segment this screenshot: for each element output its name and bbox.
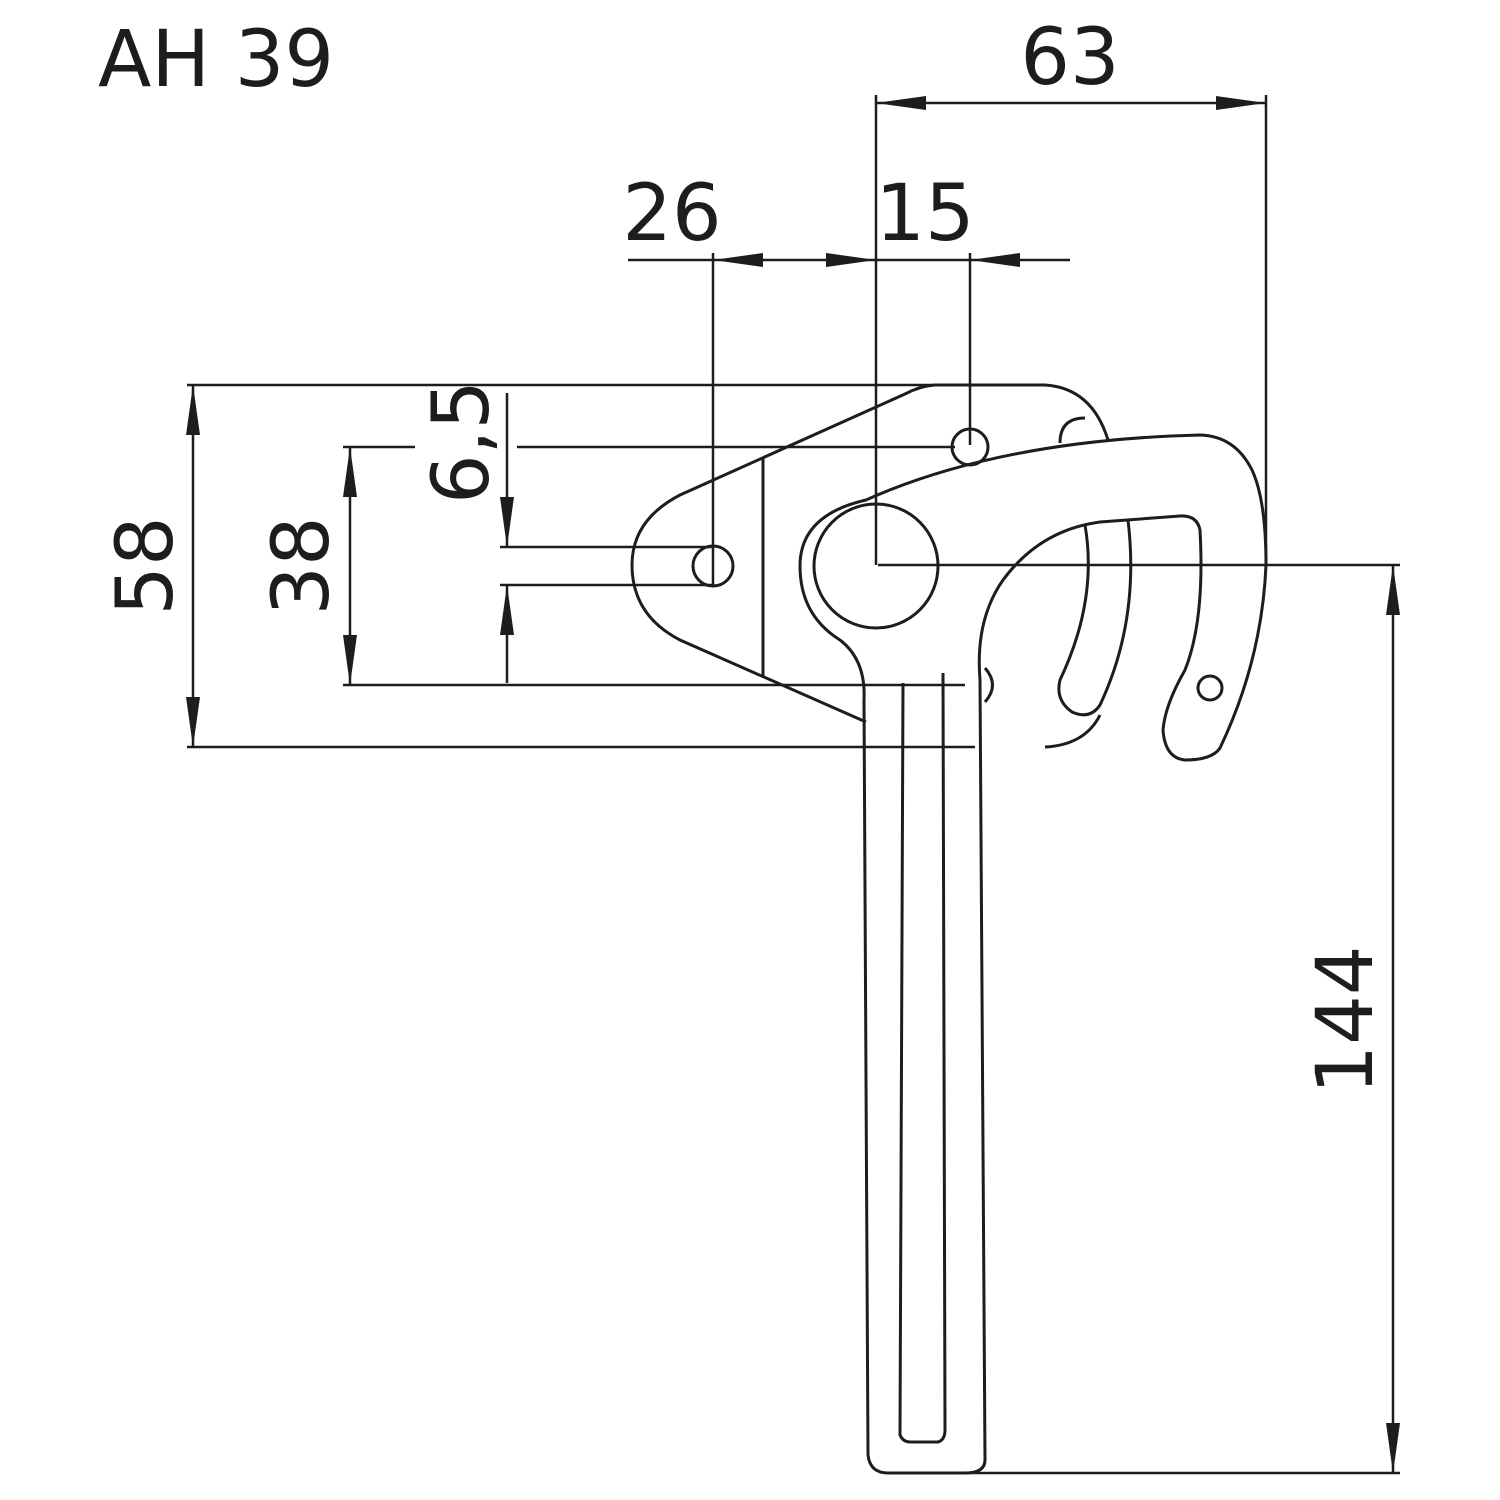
dimension-label-58: 58 xyxy=(101,516,191,615)
dimension-label-144: 144 xyxy=(1301,946,1391,1095)
spindle-hole xyxy=(812,502,940,630)
dimension-label-26: 26 xyxy=(622,169,721,259)
dimension-38: 38 xyxy=(257,445,965,687)
mounting-hole-left xyxy=(691,544,735,588)
dimension-label-15: 15 xyxy=(875,169,974,259)
product-title: AH 39 xyxy=(98,15,334,105)
dimension-144: 144 xyxy=(878,563,1400,1475)
dimension-label-38: 38 xyxy=(257,516,347,615)
handle-hole xyxy=(1196,674,1224,702)
dimension-58: 58 xyxy=(101,383,1045,749)
dimension-6-5: 6,5 xyxy=(417,380,712,683)
dimension-label-63: 63 xyxy=(1020,13,1119,103)
handle xyxy=(798,433,1268,1475)
dimension-label-6-5: 6,5 xyxy=(417,380,507,504)
dimension-63: 63 xyxy=(874,13,1268,565)
dimension-26-15: 26 15 xyxy=(622,169,1070,585)
